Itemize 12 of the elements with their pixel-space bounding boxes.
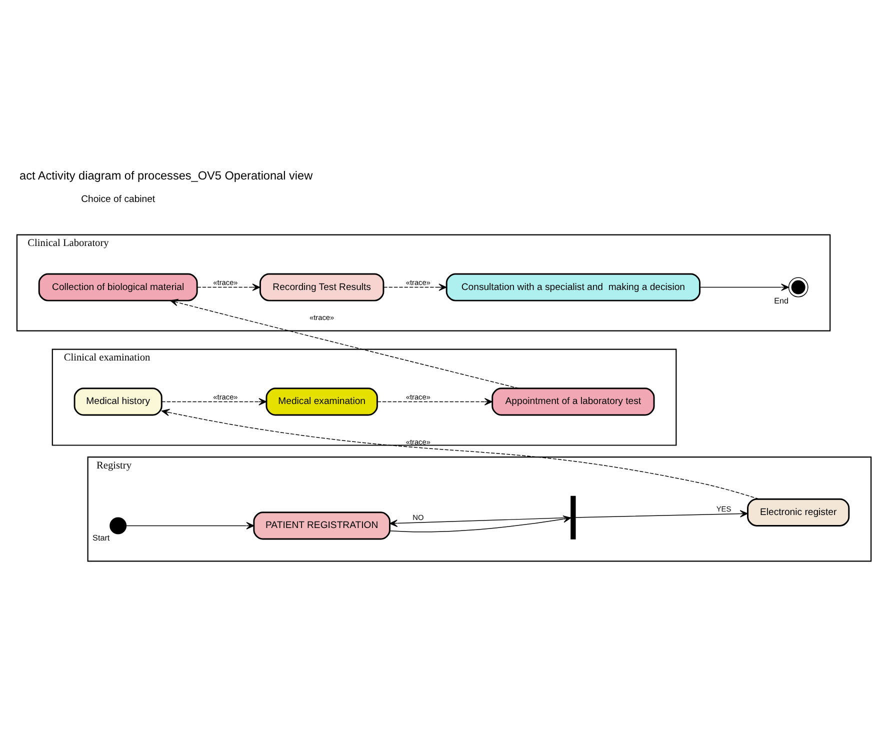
- node-label: End: [774, 296, 789, 305]
- edge-label: «trace»: [213, 392, 238, 401]
- edge-label: «trace»: [213, 278, 238, 287]
- edge-label: NO: [412, 512, 424, 522]
- edge-label: «trace»: [406, 437, 430, 446]
- label: Choice of cabinet: [81, 193, 156, 204]
- node-label: Start: [92, 532, 110, 542]
- edge-label: «trace»: [310, 312, 334, 322]
- edge-label: «trace»: [406, 392, 430, 401]
- edge-label: YES: [716, 504, 732, 514]
- edge-label: «trace»: [406, 278, 430, 287]
- diagram-title: act Activity diagram of processes_OV5 Operational view: [20, 168, 313, 182]
